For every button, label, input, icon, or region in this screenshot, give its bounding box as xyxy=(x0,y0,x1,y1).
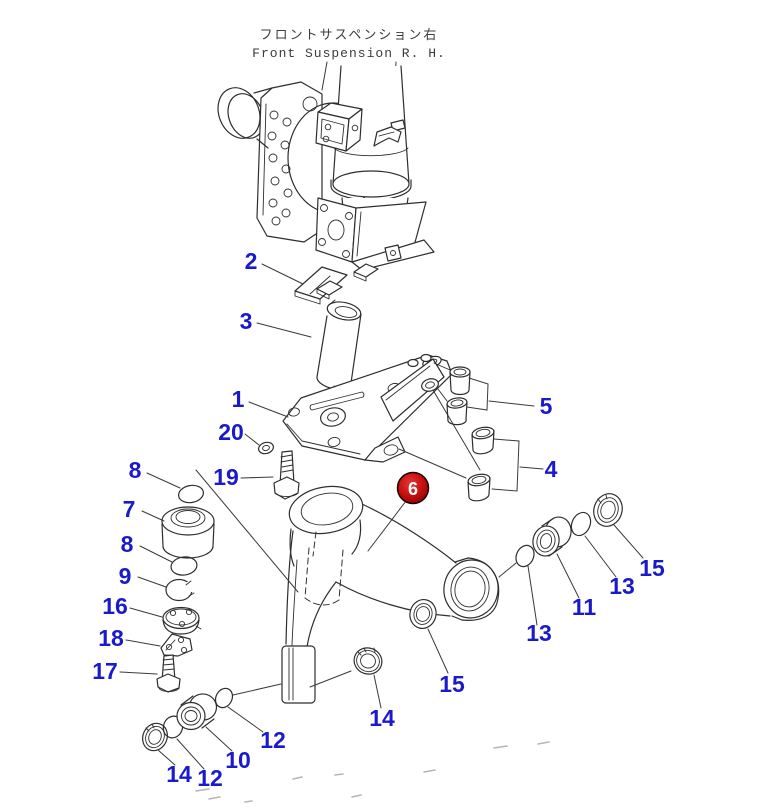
leader-8-upper xyxy=(146,472,181,489)
callout-8-lower: 8 xyxy=(121,531,134,557)
callout-19: 19 xyxy=(213,464,239,490)
leader-5 xyxy=(488,400,535,407)
cap-16-drawing xyxy=(162,606,202,635)
callout-10: 10 xyxy=(225,747,251,773)
washer-drawing xyxy=(258,441,274,455)
leader-14-center xyxy=(373,674,382,709)
shim-plates-drawing xyxy=(294,263,379,305)
callout-15-center: 15 xyxy=(439,671,465,697)
block-to-seal-14 xyxy=(309,670,352,688)
axis-stack-to-knuckle xyxy=(195,469,299,593)
bolt-17-drawing xyxy=(156,654,181,693)
bushing-7-drawing xyxy=(161,506,215,559)
leader-9 xyxy=(137,576,167,588)
leader-3 xyxy=(256,322,312,338)
leader-7 xyxy=(141,510,165,522)
leader-13-left xyxy=(527,565,538,626)
callout-8-upper: 8 xyxy=(129,457,142,483)
bushings-5-drawing xyxy=(433,362,489,426)
leader-20 xyxy=(244,433,260,446)
leader-19 xyxy=(240,476,274,479)
oring-13-mid-drawing xyxy=(570,511,592,537)
snap-ring-9-drawing xyxy=(165,578,197,602)
callout-9: 9 xyxy=(119,563,132,589)
figure-title-english: Front Suspension R. H. xyxy=(252,46,446,61)
callout-13-mid: 13 xyxy=(609,573,635,599)
leader-13-mid xyxy=(584,535,617,578)
seal-14-left-drawing xyxy=(142,722,168,752)
upper-assembly-drawing xyxy=(217,65,435,271)
seal-15-right-drawing xyxy=(593,493,623,527)
callout-14-center: 14 xyxy=(369,705,395,731)
highlighted-callout-badge: 6 xyxy=(396,471,430,505)
callout-13-left: 13 xyxy=(526,620,552,646)
bushings-4-drawing xyxy=(467,426,520,502)
callout-7: 7 xyxy=(123,496,136,522)
bolt-19-drawing xyxy=(273,450,300,500)
mount-plate-drawing xyxy=(282,353,481,479)
leader-17 xyxy=(119,671,158,675)
oring-13-left-drawing xyxy=(515,544,535,568)
figure-title-japanese: フロントサスペンション右 xyxy=(260,28,439,43)
seal-15-center-drawing xyxy=(409,598,437,630)
axis-block-left xyxy=(232,683,282,696)
callout-5: 5 xyxy=(540,393,553,419)
callout-14-left: 14 xyxy=(166,761,192,787)
leader-14-left xyxy=(157,749,176,766)
callout-2: 2 xyxy=(245,248,258,274)
callout-18: 18 xyxy=(98,625,124,651)
leader-12-right xyxy=(227,706,264,733)
callout-1: 1 xyxy=(232,386,245,412)
callout-labels: 2 3 1 20 19 8 7 8 9 16 18 17 5 4 13 11 1… xyxy=(92,248,665,791)
oring-12-right-drawing xyxy=(214,687,234,709)
callout-12-right: 12 xyxy=(260,727,286,753)
leader-lines xyxy=(119,263,644,770)
bracket-18-drawing xyxy=(160,633,193,657)
leader-12-left xyxy=(176,738,205,770)
callout-16: 16 xyxy=(102,593,128,619)
axis-boss-right xyxy=(498,562,517,578)
leader-1 xyxy=(248,401,289,418)
bearing-10-drawing xyxy=(176,693,218,731)
callout-11: 11 xyxy=(572,594,597,620)
leader-18 xyxy=(125,639,161,647)
pin-drawing xyxy=(316,299,362,429)
leader-4 xyxy=(519,466,544,470)
callout-3: 3 xyxy=(240,308,253,334)
leader-11 xyxy=(556,553,580,599)
callout-15-right: 15 xyxy=(639,555,665,581)
seal-14-center-drawing xyxy=(353,647,383,675)
oring-8-lower-drawing xyxy=(170,556,198,576)
leader-2 xyxy=(261,263,304,285)
badge-number: 6 xyxy=(408,479,418,499)
callout-12-left: 12 xyxy=(197,765,223,791)
callout-17: 17 xyxy=(92,658,118,684)
leader-6 xyxy=(367,500,407,552)
oring-8-upper-drawing xyxy=(178,484,204,504)
scan-artifacts xyxy=(195,741,550,803)
callout-4: 4 xyxy=(545,456,558,482)
leader-15-center xyxy=(427,628,449,674)
bearing-11-drawing xyxy=(532,516,572,557)
callout-20: 20 xyxy=(218,419,244,445)
leader-15-right xyxy=(613,524,644,559)
knuckle-drawing xyxy=(281,485,500,704)
leader-8-lower xyxy=(139,545,173,563)
leader-10 xyxy=(205,726,233,752)
leader-16 xyxy=(129,607,163,618)
